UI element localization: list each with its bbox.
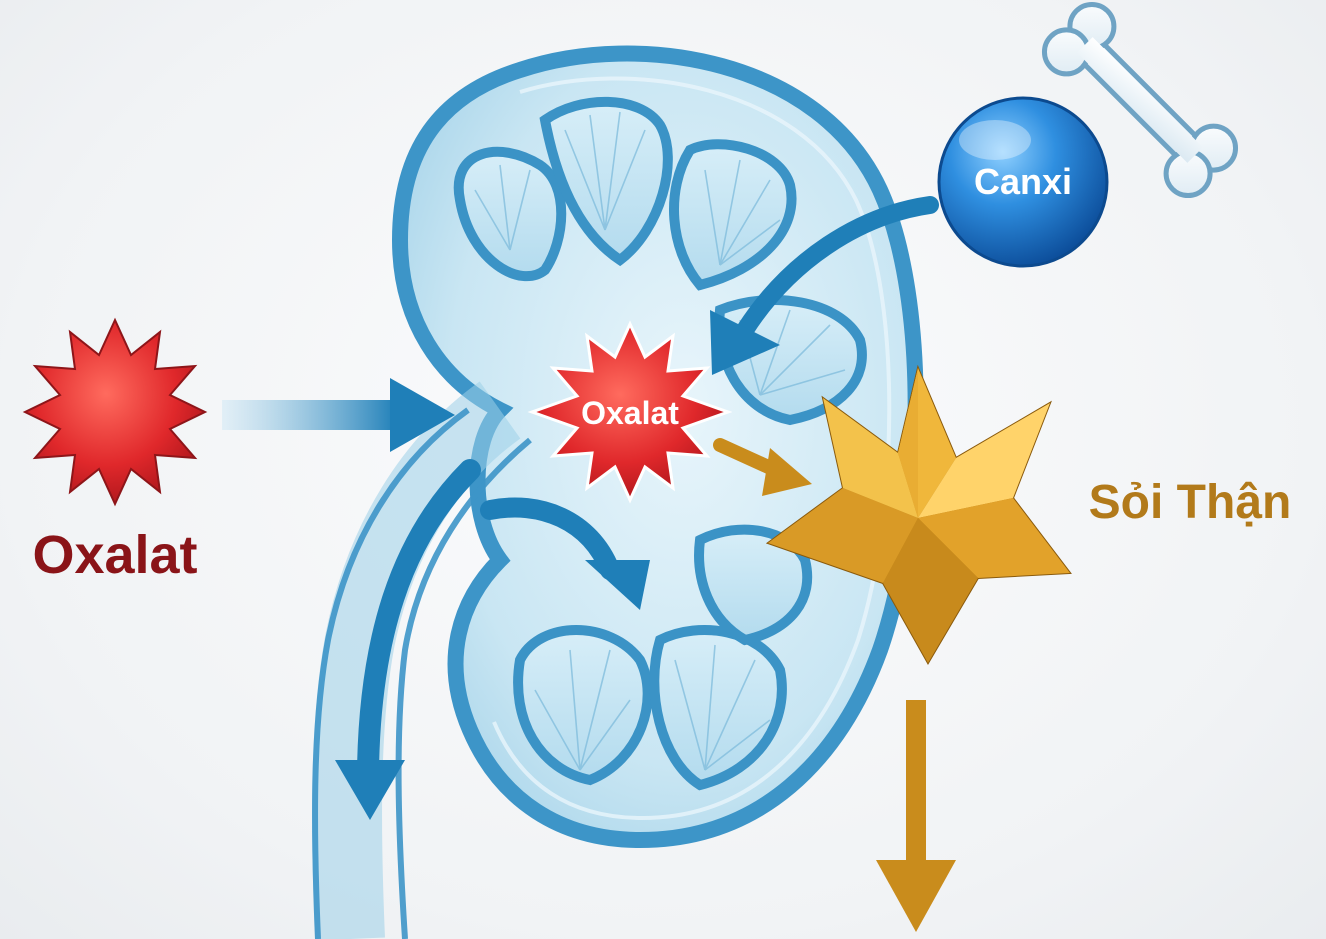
oxalate-left-icon [25,320,205,504]
kidney-icon [315,53,916,939]
calcium-label: Canxi [974,161,1072,202]
stone-exit-arrow [876,700,956,932]
kidney-stone-label: Sỏi Thận [1089,476,1292,529]
oxalate-left-label: Oxalat [32,525,197,585]
oxalate-center-label: Oxalat [581,395,679,431]
